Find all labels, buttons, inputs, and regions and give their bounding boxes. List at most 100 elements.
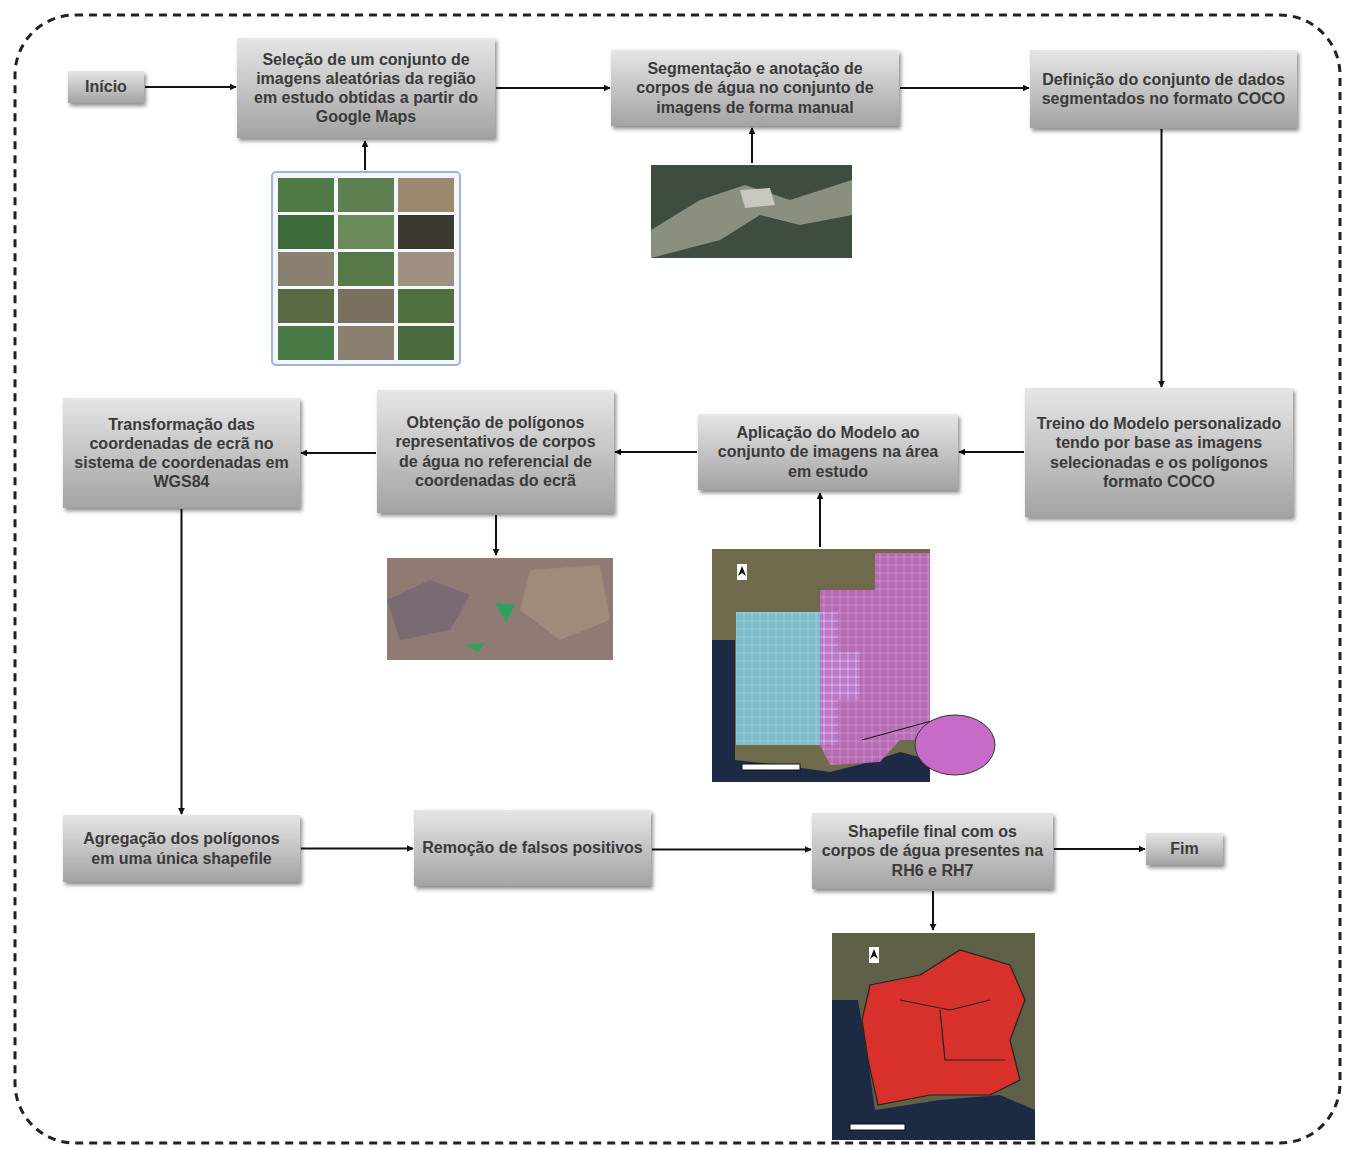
process-box: Treino do Modelo personalizado tendo por…: [1025, 388, 1293, 517]
satellite-tile: [278, 178, 334, 212]
box-text: Transformação das coordenadas de ecrã no…: [71, 415, 292, 492]
grid-line: [712, 781, 930, 782]
grid-line: [736, 549, 737, 782]
grid-line: [712, 557, 930, 558]
grid-line: [880, 549, 881, 782]
flow-arrow: [145, 86, 236, 88]
box-text: Shapefile final com os corpos de água pr…: [820, 822, 1045, 880]
grid-line: [728, 549, 729, 782]
grid-line: [712, 613, 930, 614]
grid-line: [768, 549, 769, 782]
flow-arrow: [496, 87, 610, 89]
map-ground: [832, 933, 1035, 1140]
grid-line: [712, 637, 930, 638]
grid-line: [712, 597, 930, 598]
grid-line: [712, 589, 930, 590]
grid-line: [832, 549, 833, 782]
grid-line: [912, 549, 913, 782]
grid-line: [832, 549, 833, 782]
grid-line: [896, 549, 897, 782]
grid-line: [752, 549, 753, 782]
grid-line: [712, 637, 930, 638]
grid-line: [768, 549, 769, 782]
image-arrow: [932, 891, 934, 930]
satellite-tile: [278, 289, 334, 323]
grid-line: [712, 725, 930, 726]
process-box: Shapefile final com os corpos de água pr…: [812, 813, 1053, 889]
grid-line: [720, 549, 721, 782]
tile-grid-image: [272, 172, 460, 365]
satellite-tile: [398, 326, 454, 360]
grid-line: [744, 549, 745, 782]
satellite-tile: [278, 252, 334, 286]
grid-line: [760, 549, 761, 782]
image-arrow: [364, 141, 366, 170]
grid-line: [872, 549, 873, 782]
grid-line: [904, 549, 905, 782]
grid-line: [712, 581, 930, 582]
grid-line: [712, 549, 713, 782]
map-ground: [712, 549, 930, 782]
flow-arrow: [1054, 848, 1145, 850]
box-text: Seleção de um conjunto de imagens aleató…: [245, 50, 487, 127]
grid-line: [712, 605, 930, 606]
water-bodies-region: [862, 950, 1025, 1105]
grid-line: [712, 781, 930, 782]
process-box: Transformação das coordenadas de ecrã no…: [63, 398, 300, 508]
grid-line: [824, 549, 825, 782]
grid-line: [712, 773, 930, 774]
grid-line: [856, 549, 857, 782]
grid-line: [712, 693, 930, 694]
grid-line: [712, 629, 930, 630]
grid-line: [896, 549, 897, 782]
grid-line: [712, 669, 930, 670]
grid-line: [712, 597, 930, 598]
grid-line: [712, 701, 930, 702]
grid-line: [736, 549, 737, 782]
north-arrow: [738, 566, 746, 576]
grid-line: [712, 725, 930, 726]
grid-line: [784, 549, 785, 782]
flow-arrow: [301, 848, 413, 850]
north-arrow: [737, 564, 747, 580]
segmentation-image: [651, 165, 852, 258]
grid-line: [728, 549, 729, 782]
grid-line: [864, 549, 865, 782]
grid-line: [888, 549, 889, 782]
satellite-tile: [398, 215, 454, 249]
flow-arrow: [1161, 129, 1163, 387]
grid-line: [712, 757, 930, 758]
flow-arrow: [959, 451, 1024, 453]
satellite-tile: [398, 289, 454, 323]
grid-line: [848, 549, 849, 782]
box-text: Treino do Modelo personalizado tendo por…: [1033, 414, 1285, 491]
terrain-patch: [520, 565, 610, 640]
north-arrow: [870, 949, 878, 959]
water-polygon: [465, 643, 485, 652]
grid-line: [712, 709, 930, 710]
process-box: Fim: [1146, 833, 1223, 864]
grid-line: [712, 709, 930, 710]
grid-line: [712, 749, 930, 750]
grid-line: [792, 549, 793, 782]
grid-line: [712, 701, 930, 702]
satellite-tile: [398, 252, 454, 286]
grid-line: [712, 773, 930, 774]
grid-line: [808, 549, 809, 782]
satellite-tile: [338, 178, 394, 212]
grid-line: [808, 549, 809, 782]
box-text: Definição do conjunto de dados segmentad…: [1038, 70, 1289, 108]
grid-line: [840, 549, 841, 782]
box-text: Fim: [1170, 839, 1198, 858]
satellite-tile: [278, 326, 334, 360]
grid-line: [792, 549, 793, 782]
process-box: Segmentação e anotação de corpos de água…: [611, 50, 899, 126]
grid-line: [712, 749, 930, 750]
grid-line: [904, 549, 905, 782]
grid-line: [712, 629, 930, 630]
grid-line: [712, 741, 930, 742]
box-text: Remoção de falsos positivos: [422, 838, 643, 857]
satellite-tile: [338, 289, 394, 323]
